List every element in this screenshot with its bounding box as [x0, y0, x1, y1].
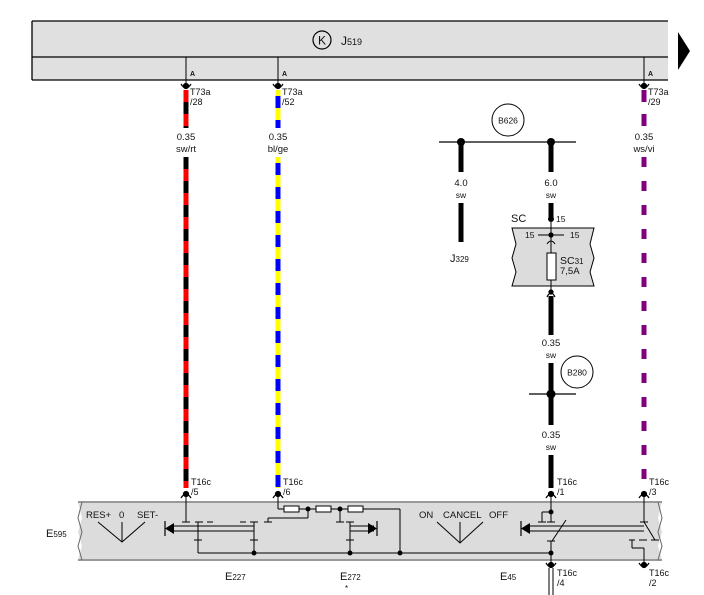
connector-t16c-3: T16c /3 — [649, 477, 670, 497]
connector-t73a-29: T73a /29 — [648, 87, 669, 107]
connector-t16c-5: T16c /5 — [191, 477, 212, 497]
svg-text:/5: /5 — [191, 487, 199, 497]
connector-t73a-28: T73a /28 — [190, 87, 211, 107]
fuse-rating: 7,5A — [560, 266, 580, 277]
wire-color-0-35-sw-b: sw — [546, 442, 557, 452]
wire-size-6-0: 6.0 — [544, 178, 557, 189]
svg-text:/4: /4 — [557, 578, 565, 588]
svg-text:15: 15 — [570, 230, 580, 240]
circuit-nodes-right — [548, 509, 554, 556]
svg-text:T16c: T16c — [191, 477, 212, 487]
wire-color-0-35-sw-a: sw — [546, 350, 557, 360]
svg-text:/52: /52 — [282, 97, 295, 107]
svg-text:T16c: T16c — [557, 568, 578, 578]
component-e45-label: E45 — [500, 571, 517, 583]
svg-text:/28: /28 — [190, 97, 203, 107]
wire-color-4-0: sw — [456, 190, 467, 200]
lever-left-positions: RES+ 0 SET- — [86, 510, 158, 543]
fuse-box-label: SC — [511, 213, 526, 225]
fuse-box-sc[interactable]: SC 15 15 15 SC31 7,5A — [511, 213, 595, 298]
svg-text:B280: B280 — [567, 368, 587, 378]
pin-letter-1: A — [190, 71, 195, 78]
wire-color-sw-rt: sw/rt — [176, 144, 196, 155]
connector-t16c-2: T16c /2 — [649, 568, 670, 588]
wire-color-6-0: sw — [546, 190, 557, 200]
wire-size-ws-vi: 0.35 — [635, 132, 654, 143]
svg-text:/6: /6 — [283, 487, 291, 497]
svg-text:T73a: T73a — [282, 87, 303, 97]
switch-e227-e272-circuit — [170, 497, 401, 554]
control-unit-label: J519 — [341, 34, 362, 48]
pos-zero: 0 — [119, 510, 124, 521]
svg-text:T73a: T73a — [648, 87, 669, 97]
wire-size-bl-ge: 0.35 — [269, 132, 288, 143]
svg-text:15: 15 — [525, 230, 535, 240]
pin-letter-3: A — [648, 71, 653, 78]
k-symbol-letter: K — [318, 34, 326, 48]
wire-color-ws-vi: ws/vi — [632, 144, 654, 155]
pos-off: OFF — [489, 510, 508, 521]
wire-t16c-4-out[interactable] — [548, 568, 554, 595]
indicator-arrow-e45-icon — [521, 523, 530, 534]
fuse-sc31-label: SC31 — [560, 255, 584, 267]
svg-text:B626: B626 — [498, 116, 518, 126]
indicator-arrow-left-icon — [165, 523, 174, 534]
pos-cancel: CANCEL — [443, 510, 482, 521]
bottom-sockets — [180, 490, 650, 569]
svg-text:T16c: T16c — [557, 477, 578, 487]
ground-k-symbol-icon — [312, 30, 332, 50]
pos-on: ON — [419, 510, 433, 521]
svg-text:T16c: T16c — [649, 568, 670, 578]
svg-text:/1: /1 — [557, 487, 565, 497]
component-e227-label: E227 — [225, 571, 246, 583]
pin-letter-2: A — [282, 71, 287, 78]
svg-text:T16c: T16c — [649, 477, 670, 487]
wire-size-sw-rt: 0.35 — [177, 132, 196, 143]
wire-size-4-0: 4.0 — [454, 178, 467, 189]
fuse-sc31-icon — [546, 252, 557, 281]
pos-set-minus: SET- — [137, 510, 158, 521]
component-e272-note: * — [345, 584, 348, 593]
top-sockets — [180, 82, 650, 90]
connector-t73a-52: T73a /52 — [282, 87, 303, 107]
lever-right-positions: ON CANCEL OFF — [419, 510, 508, 544]
top-connector-stubs — [185, 57, 645, 86]
svg-text:/29: /29 — [648, 97, 661, 107]
splice-b280[interactable]: B280 — [529, 355, 594, 399]
indicator-arrow-right-icon — [368, 523, 377, 534]
component-e272-label: E272 — [340, 571, 361, 583]
svg-text:/2: /2 — [649, 578, 657, 588]
control-unit-j519[interactable]: K J519 — [31, 20, 668, 81]
connector-t16c-1: T16c /1 — [557, 477, 578, 497]
wire-size-0-35-sw-b: 0.35 — [542, 430, 561, 441]
splice-b626[interactable]: B626 — [439, 103, 576, 146]
relay-j329-label: J329 — [450, 253, 469, 265]
connector-t16c-4: T16c /4 — [557, 568, 578, 588]
wire-color-bl-ge: bl/ge — [268, 144, 289, 155]
wire-size-0-35-sw-a: 0.35 — [542, 338, 561, 349]
next-page-arrow-icon[interactable] — [678, 32, 690, 70]
switch-module-label: E595 — [46, 528, 67, 540]
fuse-box-terminal-in: 15 — [556, 214, 566, 224]
pos-res-plus: RES+ — [86, 510, 112, 521]
svg-text:T73a: T73a — [190, 87, 211, 97]
svg-text:T16c: T16c — [283, 477, 304, 487]
svg-text:/3: /3 — [649, 487, 657, 497]
connector-t16c-6: T16c /6 — [283, 477, 304, 497]
circuit-nodes-left — [251, 506, 403, 556]
